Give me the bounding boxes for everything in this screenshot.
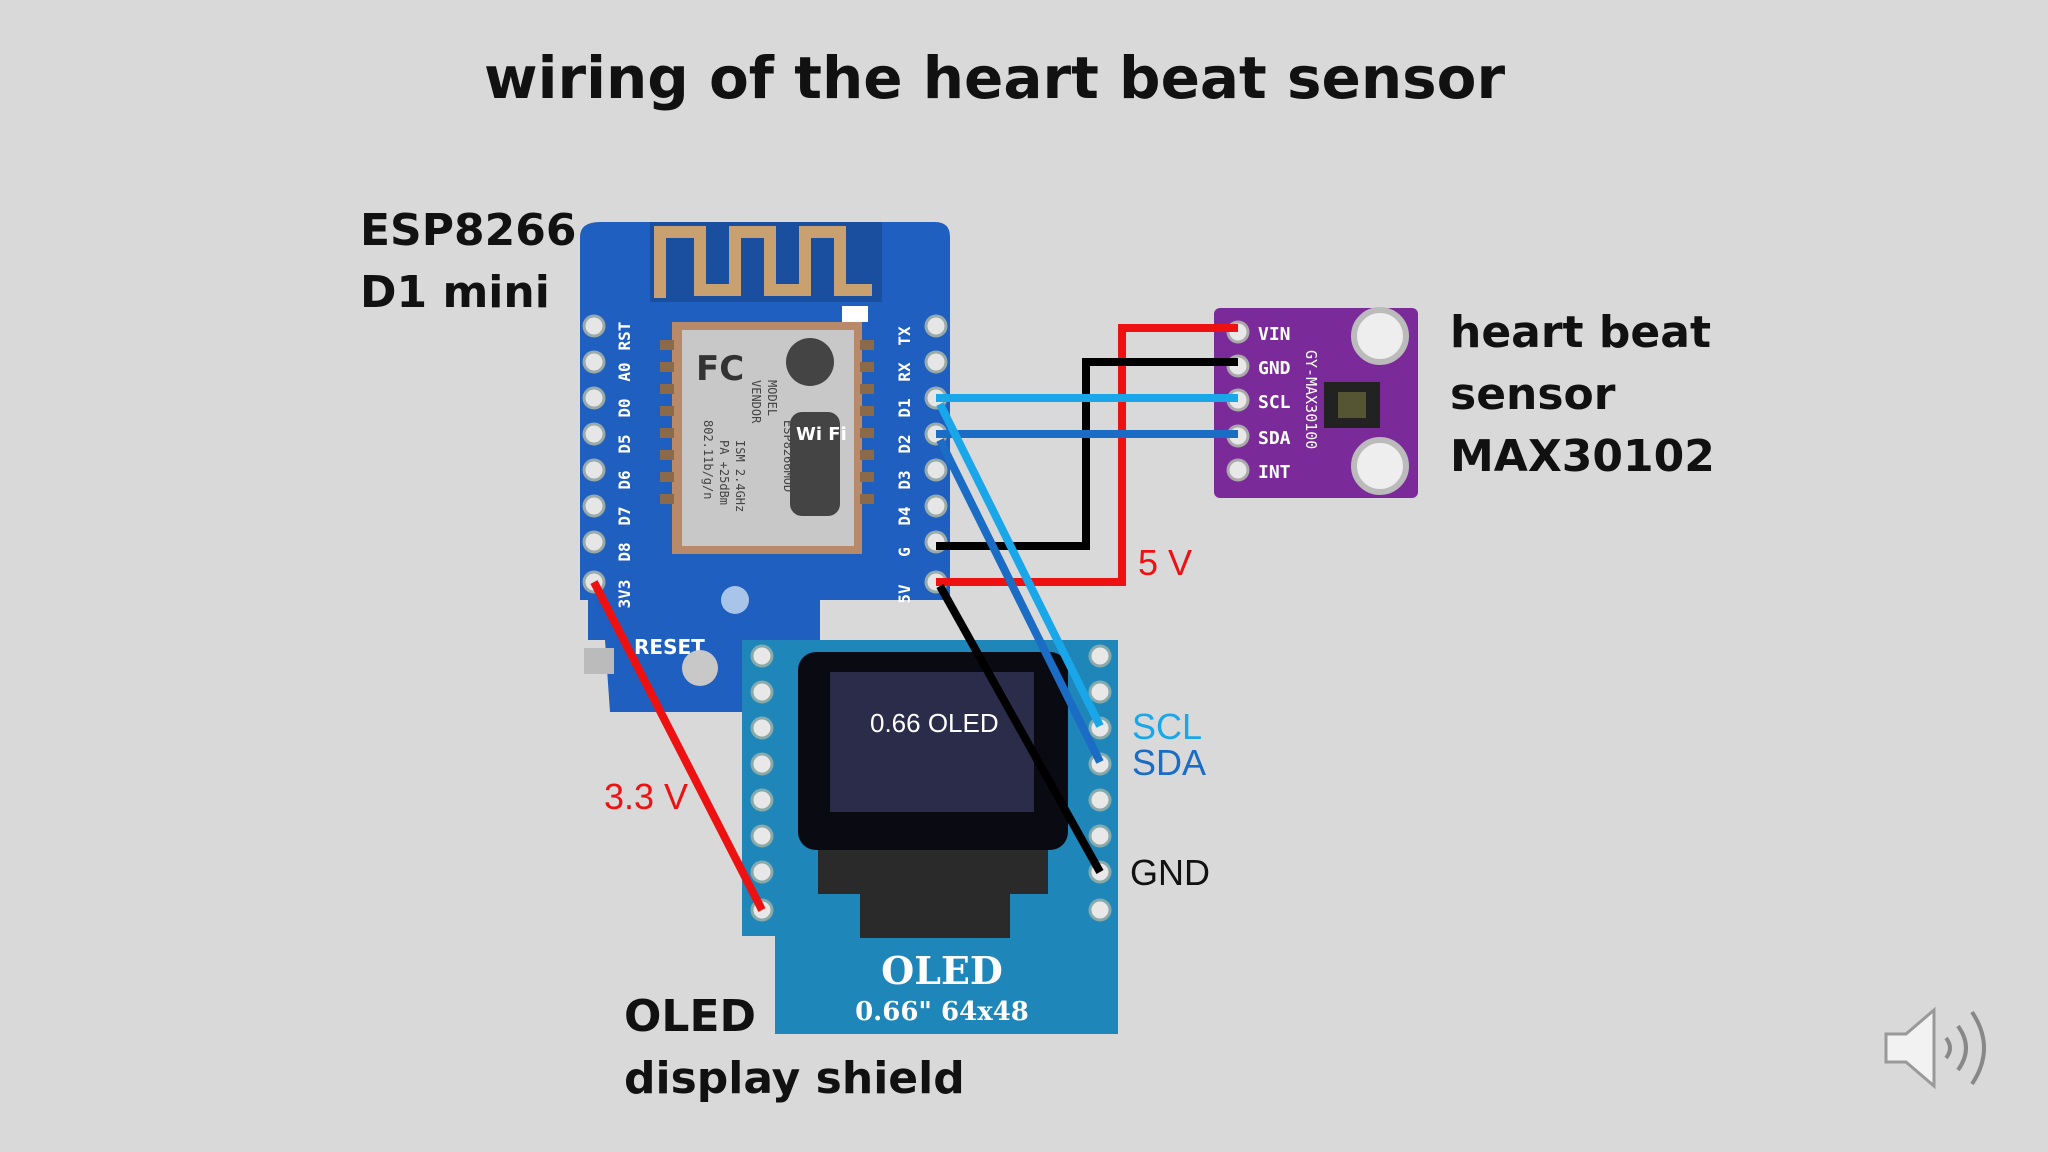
- wire-label-5v: 5 V: [1138, 542, 1193, 583]
- wire-label-scl: SCL: [1132, 706, 1203, 747]
- oled-screen-text: 0.66 OLED: [870, 708, 999, 738]
- esp-module-text-0: MODEL: [765, 380, 779, 416]
- wire-label-gnd: GND: [1130, 852, 1210, 893]
- sensor-pin-1: GND: [1258, 358, 1291, 379]
- oled-label-line2: display shield: [624, 1053, 965, 1104]
- esp-label-line2: D1 mini: [360, 267, 550, 318]
- esp-pin-right-1: RX: [895, 362, 914, 382]
- oled-board-title: OLED: [881, 948, 1003, 993]
- esp-module-text-4: 802.11b/g/n: [701, 420, 715, 499]
- wires: [590, 324, 1238, 912]
- esp-pin-right-5: D4: [895, 506, 914, 525]
- wire-scl-oled: [936, 402, 1104, 728]
- wire-sda-oled: [936, 438, 1104, 764]
- sensor-pin-0: VIN: [1258, 324, 1291, 345]
- esp-pin-left-0: RST: [615, 322, 634, 351]
- esp8266-board: FC Wi Fi RST A0 D0 D: [580, 222, 950, 712]
- esp-pin-left-4: D6: [615, 470, 634, 489]
- sensor-pin-2: SCL: [1258, 392, 1291, 413]
- oled-board-subtitle: 0.66" 64x48: [855, 997, 1029, 1027]
- wire-gnd-oled: [936, 584, 1104, 874]
- oled-board: 0.66 OLED OLED 0.66" 64x48: [742, 640, 1118, 1034]
- esp-pin-right-3: D2: [895, 434, 914, 453]
- esp-label-line1: ESP8266: [360, 205, 577, 256]
- esp-pin-right-7: 5V: [895, 584, 914, 604]
- sensor-pin-4: INT: [1258, 462, 1291, 483]
- esp-module-text-3: PA +25dBm: [717, 440, 731, 505]
- sensor-pin-3: SDA: [1258, 428, 1291, 449]
- esp-pin-right-4: D3: [895, 470, 914, 489]
- oled-label: OLED display shield: [624, 986, 965, 1110]
- esp-pin-left-3: D5: [615, 434, 634, 453]
- sensor-board-text: GY-MAX30100: [1302, 350, 1320, 449]
- esp-wifi-text: Wi Fi: [796, 424, 847, 445]
- esp-pin-right-0: TX: [895, 326, 914, 346]
- oled-label-line1: OLED: [624, 991, 757, 1042]
- sensor-label-line1: heart beat: [1450, 307, 1711, 358]
- esp-module-text-2: ISM 2.4GHz: [733, 440, 747, 512]
- esp-fc-mark: FC: [696, 349, 744, 389]
- max30102-board: VIN GND SCL SDA INT GY-MAX30100: [1214, 307, 1418, 498]
- esp-pin-left-6: D8: [615, 542, 634, 561]
- esp-module-text-5: ESP8266MOD: [781, 420, 795, 492]
- slide-title: wiring of the heart beat sensor: [484, 44, 1506, 112]
- wire-label-sda: SDA: [1132, 742, 1207, 783]
- wire-label-3v3: 3.3 V: [604, 776, 689, 817]
- esp-label: ESP8266 D1 mini: [360, 200, 576, 324]
- sensor-label: heart beat sensor MAX30102: [1450, 302, 1715, 488]
- sensor-label-line2: sensor: [1450, 369, 1616, 420]
- esp-pin-left-5: D7: [615, 506, 634, 525]
- esp-pin-right-6: G: [895, 547, 914, 557]
- esp-pin-left-7: 3V3: [615, 580, 634, 609]
- wire-3v3: [590, 580, 766, 912]
- esp-pin-right-2: D1: [895, 398, 914, 417]
- esp-pin-left-1: A0: [615, 362, 634, 381]
- speaker-volume-icon[interactable]: [1880, 1000, 2004, 1096]
- sensor-label-line3: MAX30102: [1450, 431, 1715, 482]
- esp-pin-left-2: D0: [615, 398, 634, 417]
- esp-module-text-1: VENDOR: [749, 380, 763, 424]
